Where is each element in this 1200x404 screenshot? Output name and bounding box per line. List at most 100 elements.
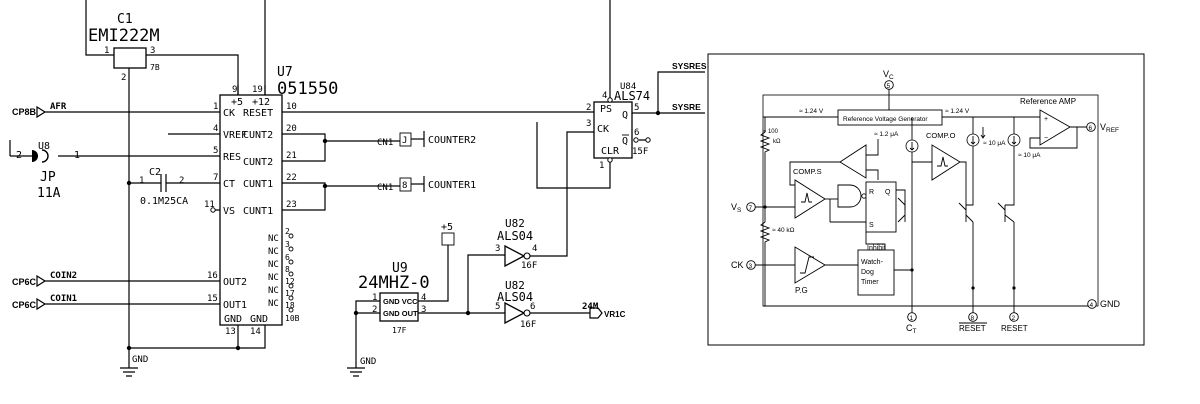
u84-ref: U84 bbox=[620, 82, 636, 92]
u7-gnd-wire bbox=[129, 325, 266, 349]
feedback-buffer bbox=[839, 144, 867, 179]
plus5-box bbox=[441, 232, 455, 246]
u7-lbl-12v: +12 bbox=[252, 97, 270, 108]
u7-lbl-ck: CK bbox=[223, 108, 235, 119]
u7-pin20: 20 bbox=[286, 124, 297, 134]
u9-p1: 1 bbox=[372, 293, 377, 303]
c1-pin2: 2 bbox=[121, 73, 126, 83]
output-transistors bbox=[897, 165, 1015, 306]
afr-arrow bbox=[36, 105, 140, 119]
nc-lbl: NC bbox=[268, 234, 279, 244]
nc-pin: 8 bbox=[285, 265, 290, 274]
u7-lbl-res: RES bbox=[223, 152, 241, 163]
c2-p1: 1 bbox=[139, 176, 144, 186]
u84-p6: 6 bbox=[634, 128, 639, 138]
u9-p4: 4 bbox=[421, 293, 426, 303]
u7-nc-pins: NC NC NC NC NC NC 2 3 6 8 12 17 18 bbox=[268, 227, 295, 313]
u8-p2: 2 bbox=[16, 150, 22, 161]
nc-pin: 2 bbox=[285, 227, 290, 236]
u7-pin22: 22 bbox=[286, 173, 297, 183]
u8-jp: JP bbox=[40, 170, 56, 185]
jumper-right bbox=[41, 149, 49, 163]
gnd-symbol-1 bbox=[120, 355, 138, 377]
u82b-loc: 16F bbox=[520, 320, 536, 330]
u7-lbl-gnd2: GND bbox=[250, 314, 268, 325]
pin-vref bbox=[1086, 122, 1096, 132]
u7-body bbox=[219, 94, 283, 326]
comp-s bbox=[794, 179, 826, 219]
u7-pin13: 13 bbox=[225, 327, 236, 337]
r100-unit: kΩ bbox=[773, 139, 781, 145]
coin2-label: COIN2 bbox=[50, 271, 77, 281]
u8-ref: U8 bbox=[38, 141, 50, 152]
u7-power-wires bbox=[237, 85, 266, 95]
u7-pin14: 14 bbox=[250, 327, 261, 337]
u7-lbl-ct: CT bbox=[223, 179, 235, 190]
u7-lbl-out2: OUT2 bbox=[223, 277, 247, 288]
ct-label: CT bbox=[906, 323, 917, 335]
u9-row2: GND OUT bbox=[383, 309, 418, 318]
cs3-wires bbox=[1011, 117, 1017, 165]
u84-body bbox=[593, 101, 633, 159]
pg-waveform bbox=[800, 256, 814, 274]
u82a-ref: U82 bbox=[505, 217, 525, 230]
pin-vref-num: 6 bbox=[1089, 125, 1093, 132]
coin2-arrow bbox=[36, 274, 160, 288]
u82a-loc: 16F bbox=[521, 261, 537, 271]
u8-p1: 1 bbox=[74, 150, 80, 161]
u84-p2: 2 bbox=[586, 103, 591, 113]
cp8b-label: CP8B bbox=[12, 107, 37, 117]
u82a-gate bbox=[504, 244, 526, 268]
wdt-line2: Dog bbox=[861, 269, 874, 276]
u9-row1: GND VCC bbox=[383, 297, 418, 306]
u7-loc: 10B bbox=[285, 314, 300, 323]
u7-pin11: 11 bbox=[204, 200, 215, 210]
u7-pin1: 1 bbox=[213, 102, 218, 112]
counter2-label: COUNTER2 bbox=[428, 135, 476, 146]
u82b-pin-out: 6 bbox=[530, 302, 535, 312]
nc-lbl: NC bbox=[268, 247, 279, 257]
rvg-label: Reference Voltage Generator bbox=[843, 116, 928, 123]
u84-p5: 5 bbox=[634, 103, 639, 113]
u82a-pin-out: 4 bbox=[532, 244, 537, 254]
c1-wires bbox=[85, 0, 239, 355]
ref-amp-label: Reference AMP bbox=[1020, 97, 1076, 106]
i10a-arrow bbox=[980, 127, 986, 139]
u82b-part: ALS04 bbox=[497, 290, 533, 304]
u7-lbl-5v: +5 bbox=[231, 97, 243, 108]
nc-lbl: NC bbox=[268, 286, 279, 296]
u7-lbl-cunt1a: CUNT1 bbox=[243, 179, 273, 190]
gnd-label: GND bbox=[1100, 299, 1121, 309]
cn1-b-label: CN1 bbox=[377, 183, 393, 193]
c2-plates bbox=[160, 174, 167, 192]
comp-s-hyst bbox=[801, 192, 812, 203]
u84-q: Q bbox=[622, 110, 628, 121]
vr1c-connector bbox=[589, 307, 603, 319]
comp-o-hyst bbox=[937, 156, 948, 167]
u9-to-u82a bbox=[467, 254, 492, 313]
cp6c-label-1: CP6C bbox=[12, 277, 37, 287]
c1-part: EMI222M bbox=[88, 26, 160, 46]
pin-gnd bbox=[1087, 299, 1097, 309]
u9-body bbox=[379, 292, 419, 322]
pin-reset-bar-num: 8 bbox=[971, 315, 975, 322]
gnd-symbol-2 bbox=[347, 358, 365, 377]
vc-label: VC bbox=[883, 69, 894, 81]
u9-p2: 2 bbox=[372, 305, 377, 315]
nc-lbl: NC bbox=[268, 273, 279, 283]
nc-pin: 17 bbox=[285, 289, 295, 298]
wdt-line3: Timer bbox=[861, 279, 879, 286]
u84-p4: 4 bbox=[602, 91, 607, 101]
u7-lbl-vref: VREF bbox=[223, 130, 247, 141]
u84-clr: CLR bbox=[601, 146, 620, 157]
u82b-pin-in: 5 bbox=[495, 302, 500, 312]
comp-s-label: COMP.S bbox=[793, 167, 822, 176]
watchdog-timer bbox=[857, 249, 895, 296]
plus5-label: +5 bbox=[441, 222, 453, 233]
i10b-label: ≈ 10 μA bbox=[1018, 152, 1041, 159]
u7-ref: U7 bbox=[277, 65, 293, 80]
latch-q: Q bbox=[885, 189, 891, 196]
u7-pin7: 7 bbox=[213, 173, 218, 183]
inhibit-label: Inhibit bbox=[867, 245, 886, 252]
